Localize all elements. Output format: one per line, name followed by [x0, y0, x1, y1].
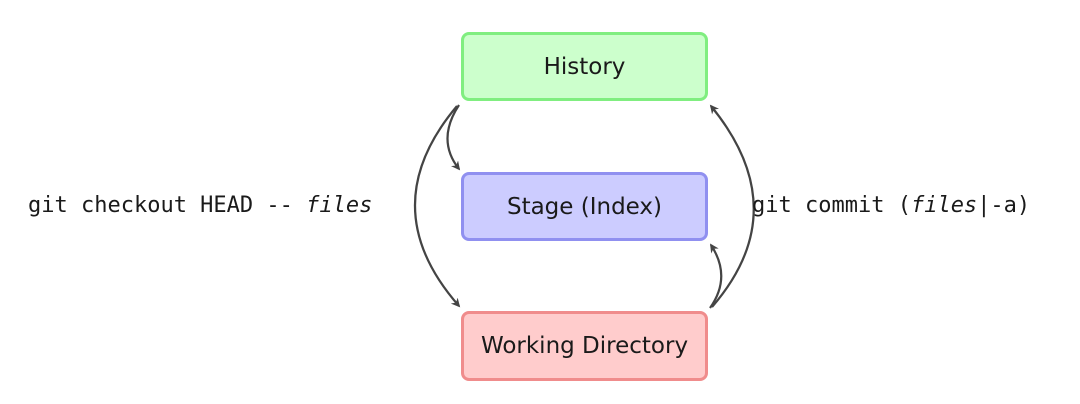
arrow-history-to-working [413, 105, 461, 308]
git-commit-command: git commit (files|-a) [752, 191, 1030, 221]
arrow-working-to-stage [709, 243, 723, 309]
arrow-history-to-stage [446, 104, 461, 171]
stage-index-box: Stage (Index) [461, 172, 708, 241]
stage-index-label: Stage (Index) [506, 193, 663, 220]
working-directory-box: Working Directory [461, 311, 708, 381]
history-label: History [543, 53, 626, 80]
commit-command-text: git commit ( [752, 193, 911, 218]
commit-command-suffix: |-a) [977, 193, 1031, 218]
working-directory-label: Working Directory [480, 333, 689, 359]
commit-files-arg: files [910, 193, 978, 218]
checkout-files-arg: files [306, 193, 373, 218]
git-checkout-command: git checkout HEAD -- files [28, 191, 372, 221]
history-box: History [461, 32, 708, 101]
arrow-working-to-history [709, 104, 755, 308]
checkout-command-text: git checkout HEAD -- [28, 193, 307, 218]
